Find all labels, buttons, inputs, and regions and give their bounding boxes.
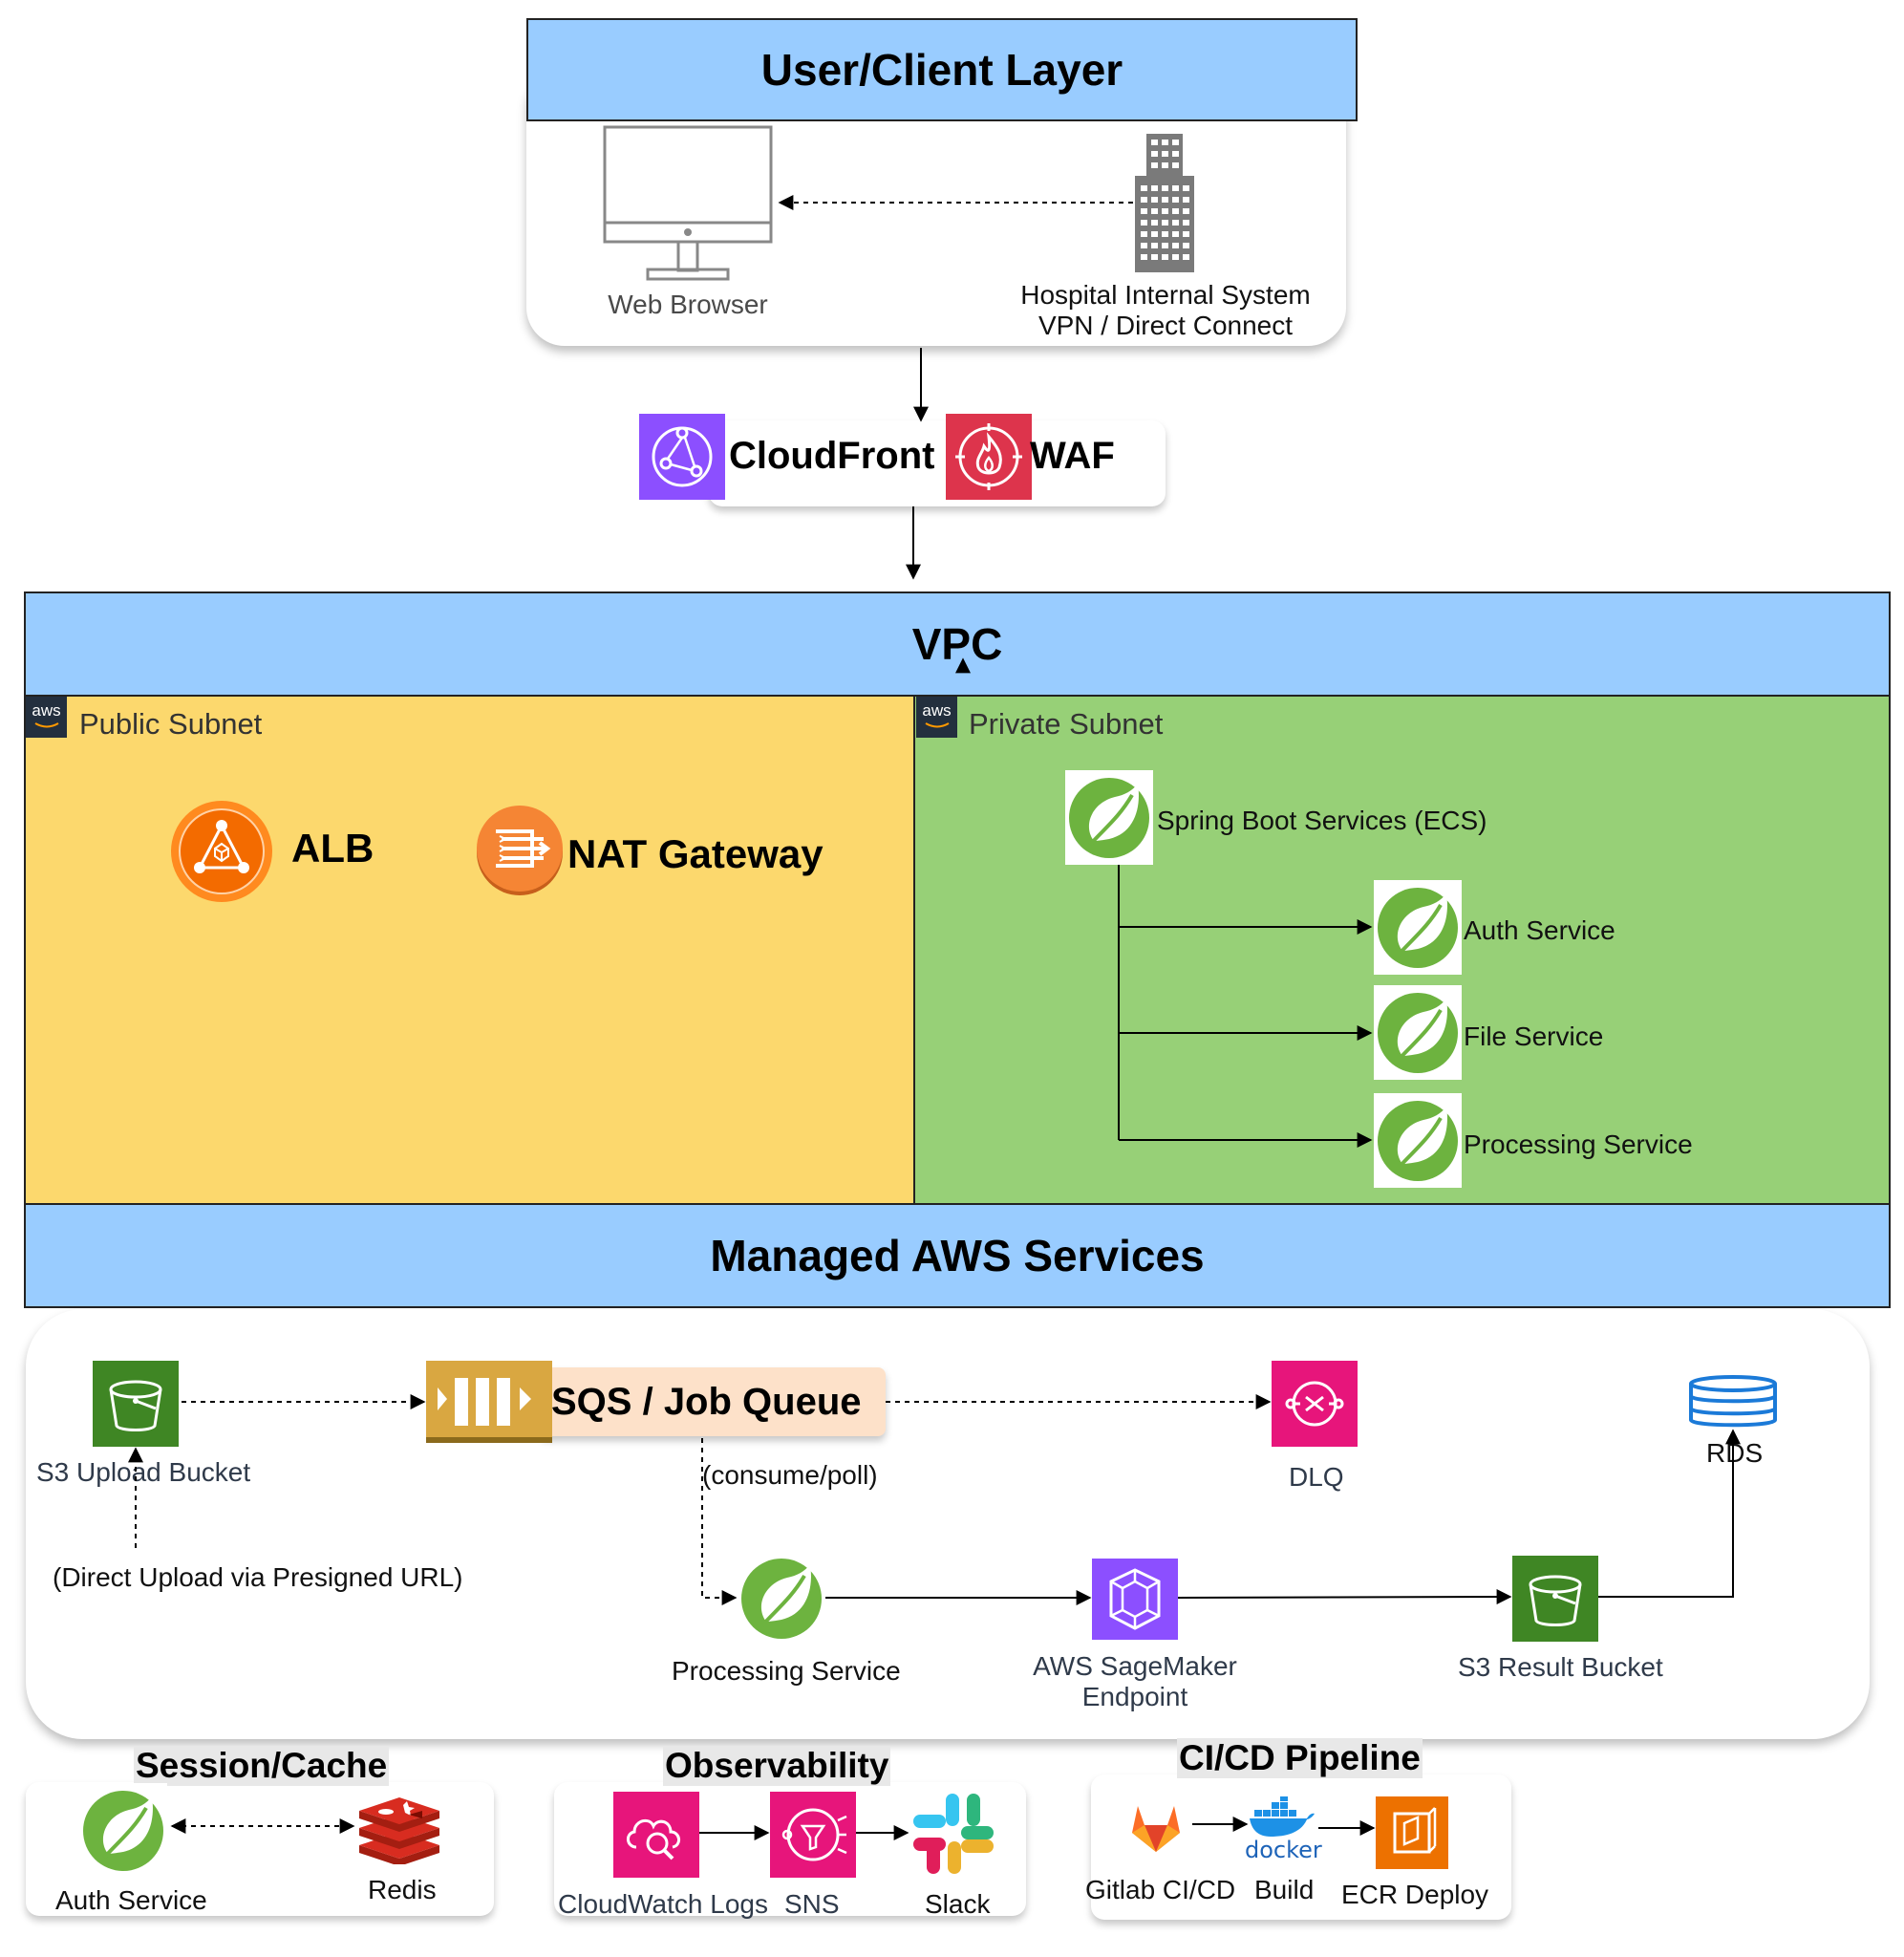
managed-services-title: Managed AWS Services bbox=[24, 1203, 1891, 1308]
redis-icon bbox=[359, 1797, 439, 1864]
docker-wordmark: docker bbox=[1245, 1837, 1322, 1863]
web-browser-icon bbox=[603, 125, 773, 281]
s3-result-bucket-icon bbox=[1512, 1556, 1598, 1642]
alb-icon bbox=[171, 801, 272, 902]
managed-processing-label: Processing Service bbox=[672, 1656, 901, 1686]
private-subnet-title: Private Subnet bbox=[969, 707, 1164, 741]
sqs-card bbox=[540, 1367, 886, 1436]
s3-result-to-rds-arrow bbox=[1598, 1429, 1741, 1598]
auth-service-label: Auth Service bbox=[1464, 915, 1615, 945]
file-service-spring-icon bbox=[1374, 985, 1462, 1080]
direct-upload-label: (Direct Upload via Presigned URL) bbox=[53, 1562, 463, 1592]
gitlab-icon bbox=[1123, 1795, 1189, 1861]
build-label: Build bbox=[1254, 1875, 1315, 1904]
sns-label: SNS bbox=[784, 1889, 840, 1919]
slack-label: Slack bbox=[925, 1889, 991, 1919]
session-cache-title: Session/Cache bbox=[134, 1746, 390, 1786]
s3-upload-bucket-label: S3 Upload Bucket bbox=[36, 1457, 251, 1487]
sqs-to-processing-arrow bbox=[701, 1438, 738, 1605]
docker-icon bbox=[1250, 1796, 1315, 1837]
session-auth-label: Auth Service bbox=[55, 1885, 207, 1915]
dlq-label: DLQ bbox=[1289, 1462, 1344, 1492]
aws-badge-text: aws bbox=[32, 701, 61, 720]
managed-services-card bbox=[26, 1309, 1870, 1739]
cloudfront-label: CloudFront bbox=[729, 435, 935, 477]
spring-boot-label: Spring Boot Services (ECS) bbox=[1157, 806, 1487, 835]
rds-database-icon bbox=[1689, 1375, 1777, 1428]
sns-icon bbox=[770, 1792, 856, 1878]
sagemaker-to-s3-result-arrow bbox=[1177, 1589, 1512, 1605]
public-subnet-title: Public Subnet bbox=[79, 707, 263, 741]
sagemaker-label-line2: Endpoint bbox=[1081, 1682, 1188, 1711]
s3-upload-bucket-icon bbox=[93, 1361, 179, 1447]
public-subnet bbox=[24, 695, 915, 1205]
dlq-icon bbox=[1272, 1361, 1358, 1447]
auth-service-spring-icon bbox=[1374, 880, 1462, 975]
ecr-deploy-label: ECR Deploy bbox=[1341, 1880, 1489, 1909]
session-auth-spring-icon bbox=[79, 1783, 167, 1878]
nat-gateway-icon bbox=[477, 806, 563, 895]
aws-badge-public: aws bbox=[26, 697, 67, 738]
cloudwatch-logs-icon bbox=[613, 1792, 699, 1878]
aws-badge-text: aws bbox=[922, 701, 952, 720]
sqs-label: SQS / Job Queue bbox=[551, 1381, 862, 1423]
hospital-building-icon bbox=[1135, 134, 1194, 272]
hospital-label-line2: VPN / Direct Connect bbox=[1038, 311, 1294, 340]
cicd-title: CI/CD Pipeline bbox=[1177, 1738, 1423, 1778]
vpc-title: VPC bbox=[24, 591, 1891, 697]
hospital-label-line1: Hospital Internal System bbox=[1020, 280, 1311, 310]
sagemaker-label-line1: AWS SageMaker bbox=[1033, 1651, 1237, 1681]
cloudfront-icon bbox=[639, 414, 725, 500]
waf-label: WAF bbox=[1030, 435, 1115, 477]
web-browser-label: Web Browser bbox=[608, 290, 768, 319]
processing-service-spring-icon bbox=[1374, 1093, 1462, 1188]
user-client-layer-title: User/Client Layer bbox=[526, 18, 1358, 121]
cloudwatch-logs-label: CloudWatch Logs bbox=[558, 1889, 768, 1919]
redis-label: Redis bbox=[368, 1875, 437, 1904]
ecr-icon bbox=[1376, 1796, 1448, 1869]
sqs-queue-icon bbox=[426, 1361, 552, 1443]
aws-badge-private: aws bbox=[916, 697, 957, 738]
sagemaker-icon bbox=[1092, 1559, 1178, 1640]
s3-result-bucket-label: S3 Result Bucket bbox=[1458, 1652, 1663, 1682]
alb-label: ALB bbox=[291, 826, 374, 871]
gitlab-label: Gitlab CI/CD bbox=[1085, 1875, 1236, 1904]
managed-processing-spring-icon bbox=[738, 1551, 825, 1645]
processing-service-label: Processing Service bbox=[1464, 1129, 1693, 1159]
spring-boot-icon bbox=[1065, 770, 1153, 865]
edge-card bbox=[709, 420, 1166, 506]
slack-icon bbox=[913, 1794, 994, 1874]
waf-icon bbox=[946, 414, 1032, 500]
observability-title: Observability bbox=[663, 1746, 891, 1786]
file-service-label: File Service bbox=[1464, 1022, 1604, 1051]
nat-gateway-label: NAT Gateway bbox=[567, 831, 824, 876]
consume-poll-label: (consume/poll) bbox=[702, 1460, 878, 1490]
